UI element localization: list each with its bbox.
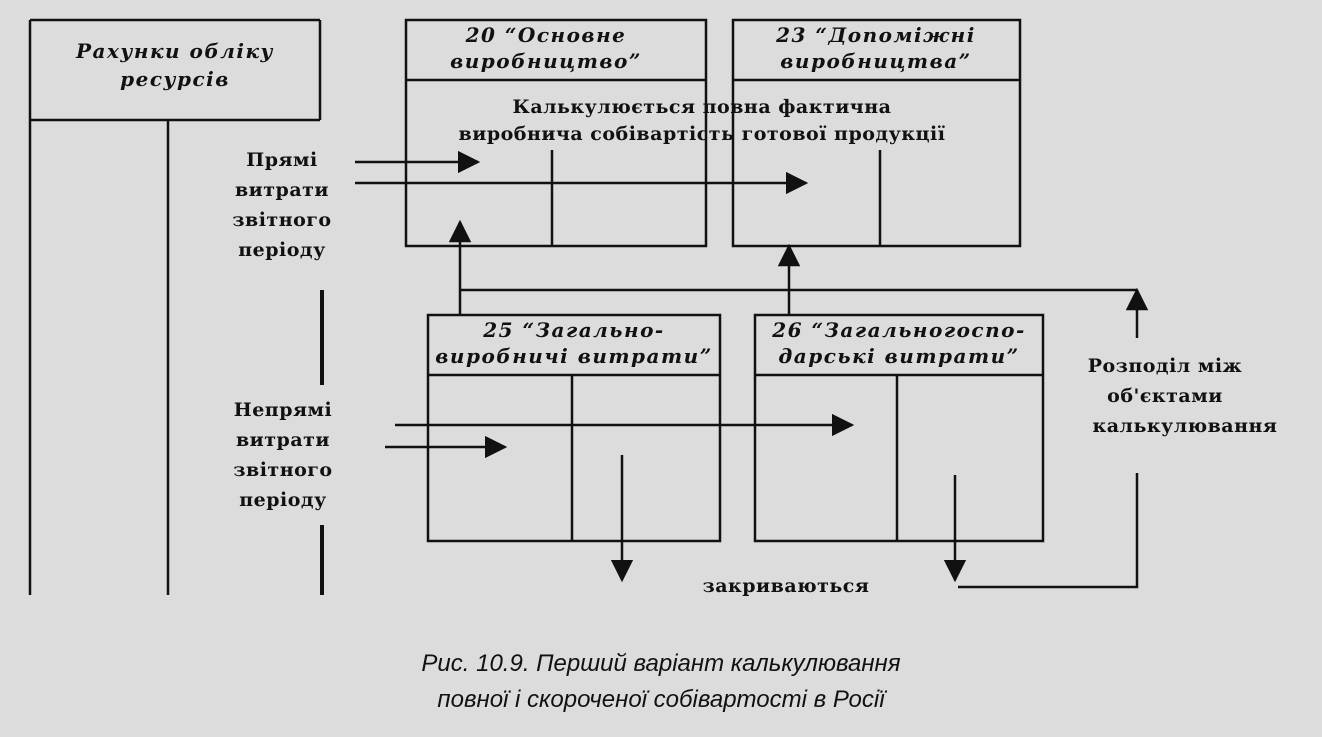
account-25-box [426,313,722,543]
direct-costs-line2: витрати [235,179,329,201]
account-20-title-line2: виробництво” [450,49,642,73]
distribution-return-line [958,473,1139,589]
resources-title-line1: Рахунки обліку [75,39,274,63]
calc-note-line2: виробнича собівартість готової продукції [459,123,946,145]
indirect-costs-line1: Непрямі [234,399,333,421]
direct-costs-line4: періоду [238,239,326,261]
account-20-title-line1: 20 “Основне [465,23,627,47]
figure-caption-line1: Рис. 10.9. Перший варіант калькулювання [421,650,900,677]
account-20-box [404,18,708,248]
indirect-costs-line4: періоду [239,489,327,511]
direct-costs-line3: звітного [232,209,331,231]
resources-title-line2: ресурсів [120,67,230,91]
indirect-costs-line2: витрати [236,429,330,451]
direct-costs-line1: Прямі [246,149,318,171]
calc-note-line1: Калькулюється повна фактична [513,96,892,118]
figure-caption-line2: повної і скороченої собівартості в Росії [437,686,887,713]
account-23-title-line1: 23 “Допоміжні [775,23,976,47]
account-25-title-line1: 25 “Загально- [482,318,664,342]
distribution-line3: калькулювання [1093,415,1278,437]
resource-accounts-block [28,18,324,595]
account-23-box [731,18,1022,248]
account-26-title-line1: 26 “Загальногоспо- [771,318,1026,342]
account-23-title-line2: виробництва” [780,49,971,73]
account-26-box [753,313,1045,543]
indirect-costs-line3: звітного [233,459,332,481]
distribution-line1: Розподіл між [1088,355,1242,377]
distribution-line2: об'єктами [1107,385,1223,407]
account-25-title-line2: виробничі витрати” [435,344,712,368]
account-26-title-line2: дарські витрати” [778,344,1019,368]
closing-label: закриваються [703,575,870,597]
